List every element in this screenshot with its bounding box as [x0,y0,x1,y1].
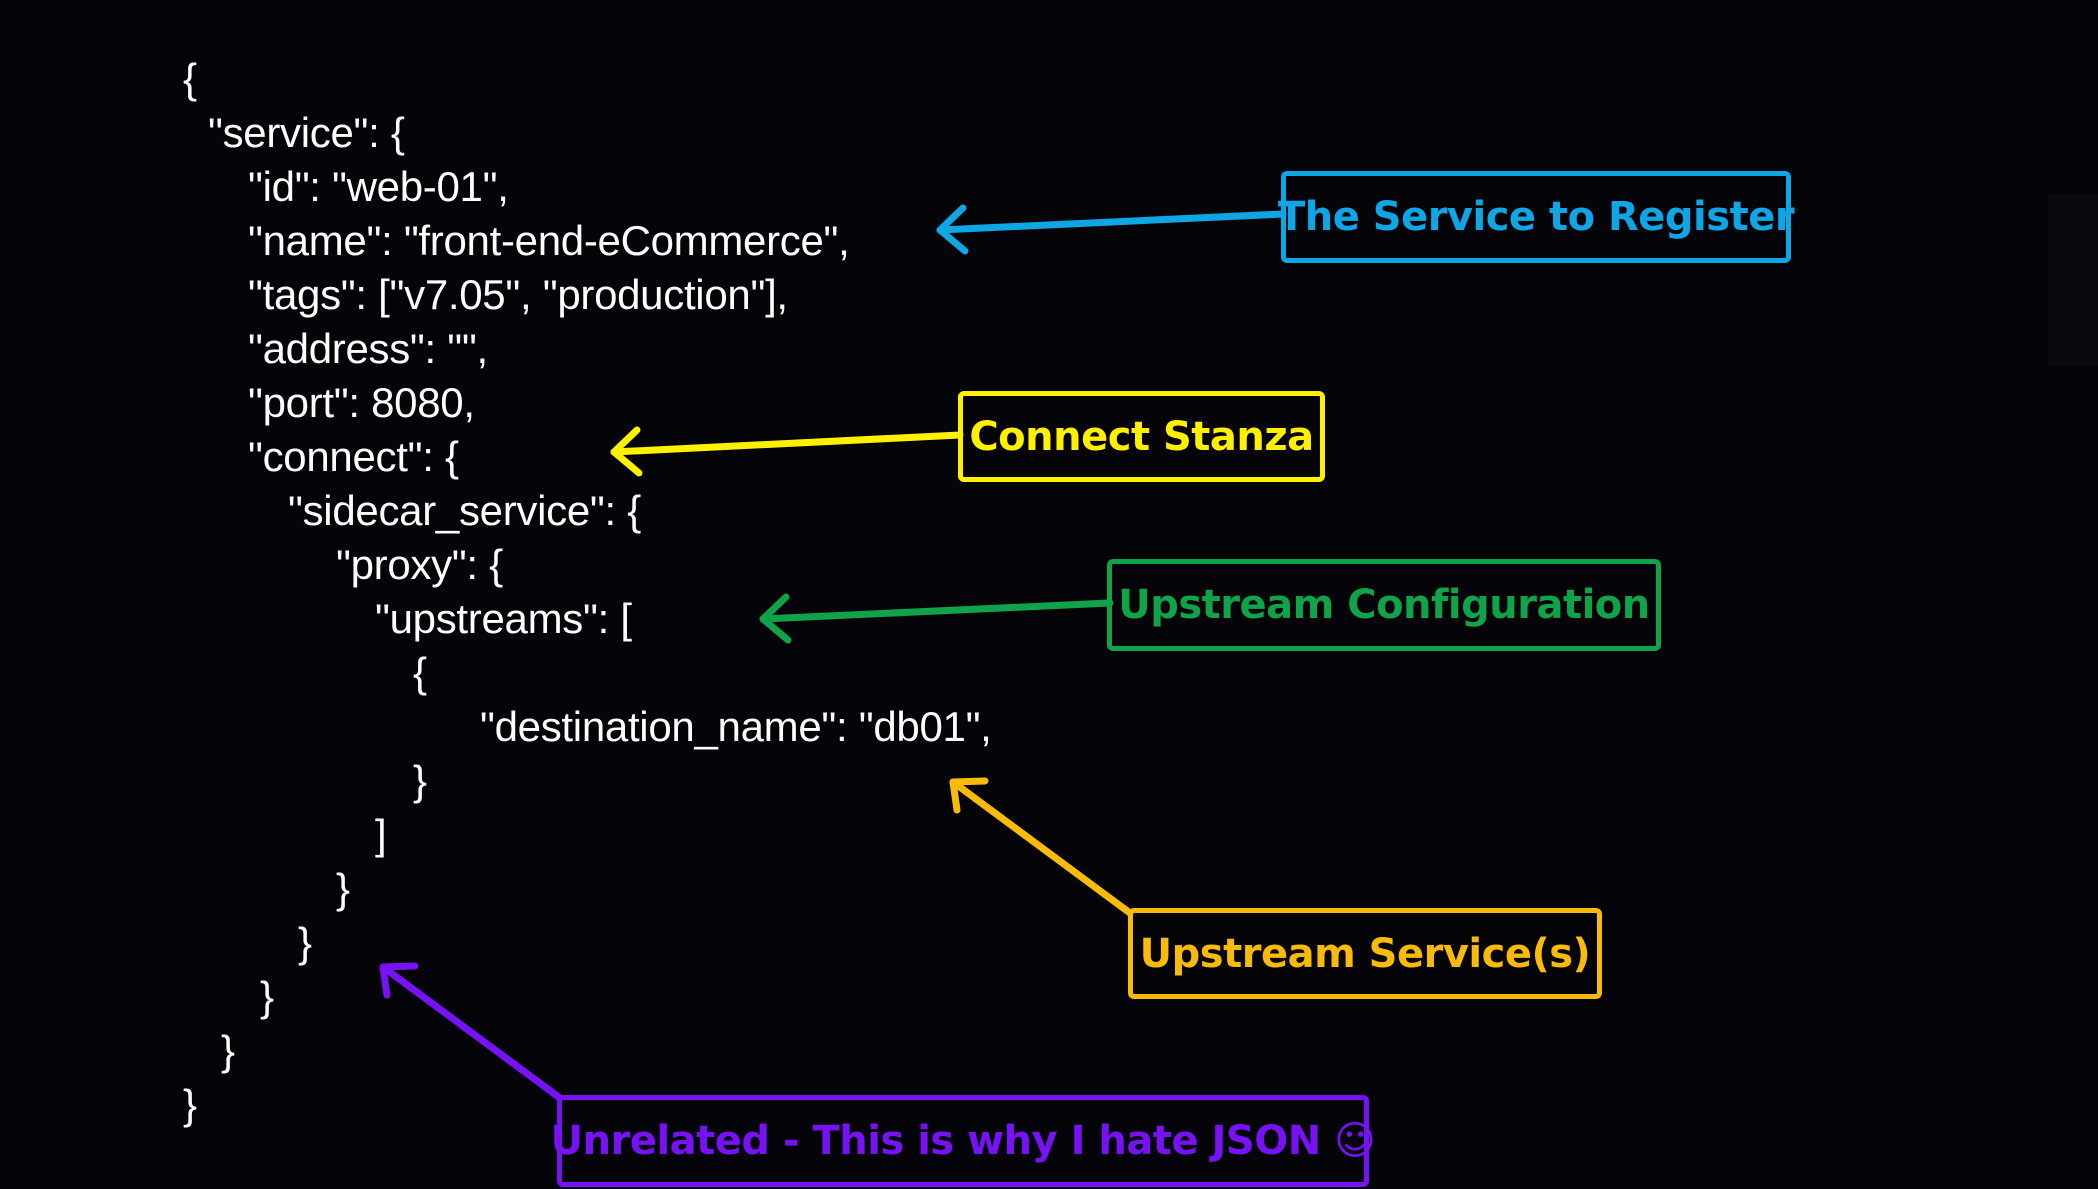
arrow-upstream-service [949,777,1134,917]
arrow-connect [610,426,964,477]
code-line: } [413,757,427,804]
callout-unrelated-label: Unrelated - This is why I hate JSON ☺ [550,1118,1376,1164]
callout-service-label: The Service to Register [1277,194,1795,240]
arrow-unrelated [379,962,564,1102]
code-line: "name": "front-end-eCommerce", [248,217,850,264]
code-line: "service": { [208,109,405,156]
code-line: } [298,919,312,966]
code-line: "proxy": { [336,541,503,588]
code-line: } [336,865,350,912]
code-line: { [413,649,427,696]
callout-connect: Connect Stanza [958,391,1325,482]
code-line: } [183,1081,197,1128]
callout-upstream-service: Upstream Service(s) [1128,908,1602,999]
code-line: ] [375,811,387,858]
code-line: "tags": ["v7.05", "production"], [248,271,788,318]
arrow-service [936,204,1287,255]
arrow-upstream-config [759,593,1114,644]
code-line: "sidecar_service": { [288,487,641,534]
edge-artifact [2048,195,2098,365]
code-line: { [183,55,197,102]
code-line: "address": "", [248,325,488,372]
callout-service: The Service to Register [1277,171,1795,263]
callout-upstream-config-label: Upstream Configuration [1118,582,1650,628]
code-line: "id": "web-01", [248,163,509,210]
code-line: "port": 8080, [248,379,475,426]
code-line: "destination_name": "db01", [480,703,992,750]
callout-connect-label: Connect Stanza [969,413,1314,460]
code-line: "upstreams": [ [375,595,632,642]
callout-upstream-config: Upstream Configuration [1107,559,1661,651]
callout-unrelated: Unrelated - This is why I hate JSON ☺ [551,1095,1376,1187]
code-line: } [221,1027,235,1074]
code-line: } [260,973,274,1020]
code-line: "connect": { [248,433,459,480]
callout-upstream-service-label: Upstream Service(s) [1139,930,1591,977]
